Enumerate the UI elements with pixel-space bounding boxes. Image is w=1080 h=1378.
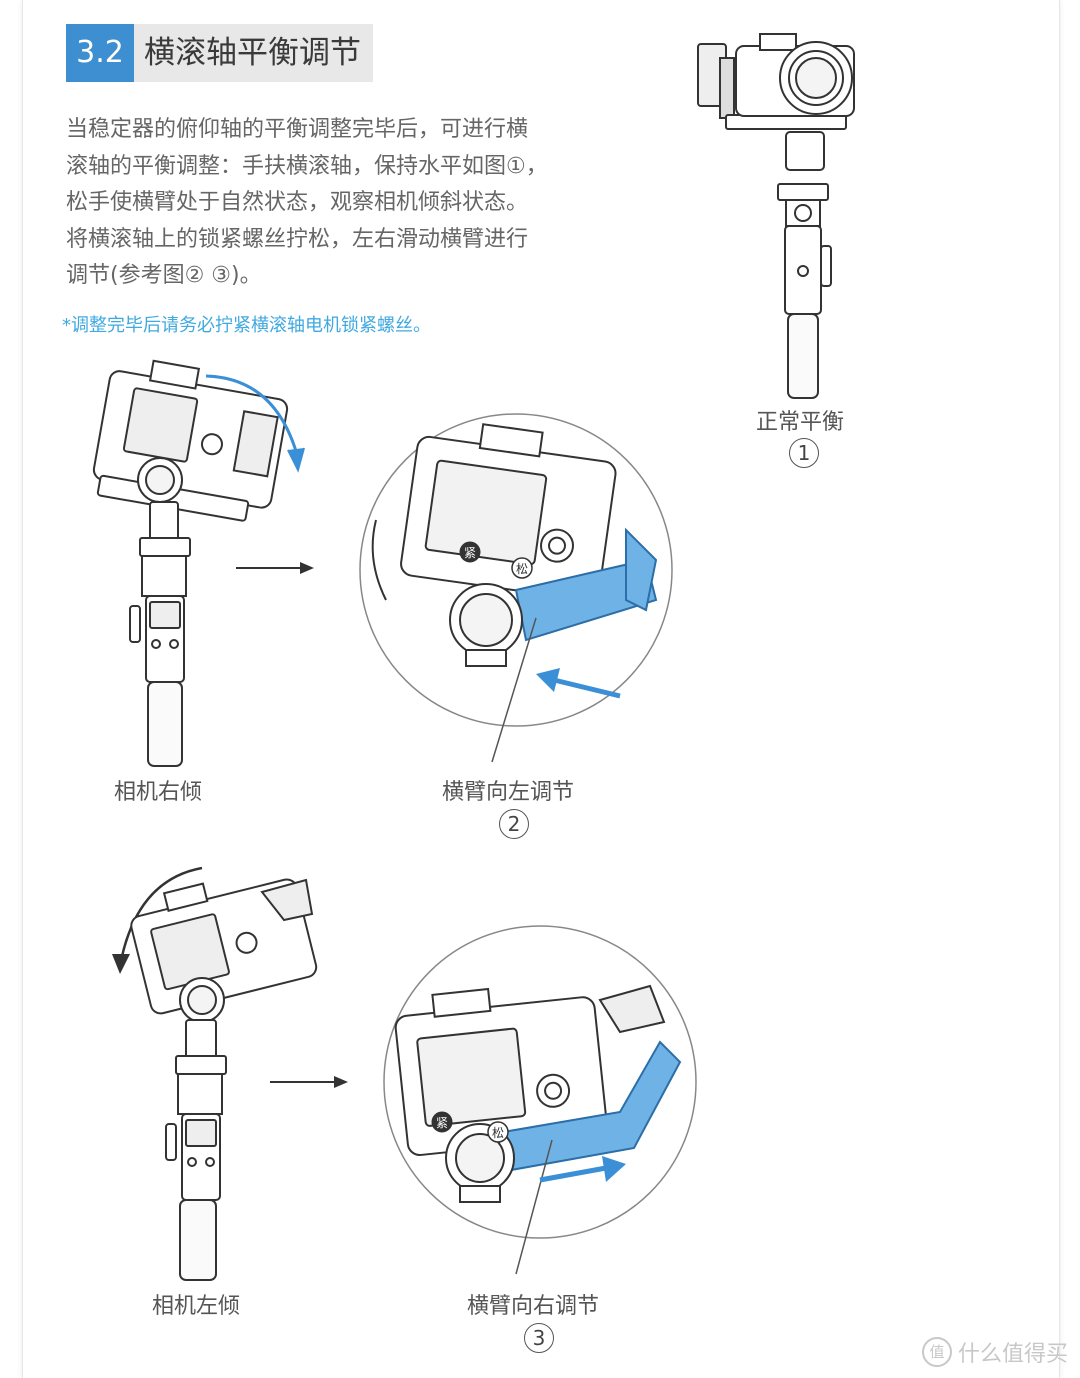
right-arrow-1 <box>236 562 314 574</box>
fig1-number: 1 <box>789 438 819 468</box>
gimbal-tilt-right-illustration <box>92 359 305 767</box>
gimbal-balanced-illustration <box>697 33 855 399</box>
body-paragraph: 当稳定器的俯仰轴的平衡调整完毕后，可进行横 滚轴的平衡调整：手扶横滚轴，保持水平… <box>66 112 606 295</box>
smzdm-logo-icon: 值 <box>921 1337 952 1367</box>
fig1-caption: 正常平衡 <box>756 410 845 435</box>
tilt-left-caption: 相机左倾 <box>152 1294 241 1319</box>
fig3-caption: 横臂向右调节 <box>467 1294 600 1319</box>
body-line: 调节(参考图② ③)。 <box>66 263 262 288</box>
section-header: 3.2 横滚轴平衡调节 <box>66 24 373 82</box>
loose-label: 松 <box>492 1126 504 1140</box>
fig3-detail-illustration: 紧 松 <box>383 925 697 1275</box>
loose-label: 松 <box>516 562 528 576</box>
watermark-text: 什么值得买 <box>957 1342 1068 1367</box>
fig2-caption: 横臂向左调节 <box>442 780 575 805</box>
warning-note: *调整完毕后请务必拧紧横滚轴电机锁紧螺丝。 <box>62 315 431 336</box>
watermark: 值 什么值得买 <box>921 1336 1068 1368</box>
tilt-right-caption: 相机右倾 <box>114 780 203 805</box>
body-line: 松手使横臂处于自然状态，观察相机倾斜状态。 <box>66 190 529 215</box>
fig2-detail-illustration: 紧 松 <box>359 413 673 763</box>
body-line: 将横滚轴上的锁紧螺丝拧松，左右滑动横臂进行 <box>66 226 529 252</box>
body-line: 当稳定器的俯仰轴的平衡调整完毕后，可进行横 <box>66 117 529 142</box>
fig3-number: 3 <box>524 1323 554 1353</box>
section-number: 3.2 <box>66 24 134 82</box>
fig2-number: 2 <box>499 809 529 839</box>
body-line: 滚轴的平衡调整：手扶横滚轴，保持水平如图①， <box>66 153 548 179</box>
section-title: 横滚轴平衡调节 <box>134 24 373 82</box>
right-arrow-2 <box>270 1076 348 1088</box>
gimbal-tilt-left-illustration <box>112 866 318 1281</box>
lock-label: 紧 <box>436 1116 448 1130</box>
lock-label: 紧 <box>464 546 476 560</box>
